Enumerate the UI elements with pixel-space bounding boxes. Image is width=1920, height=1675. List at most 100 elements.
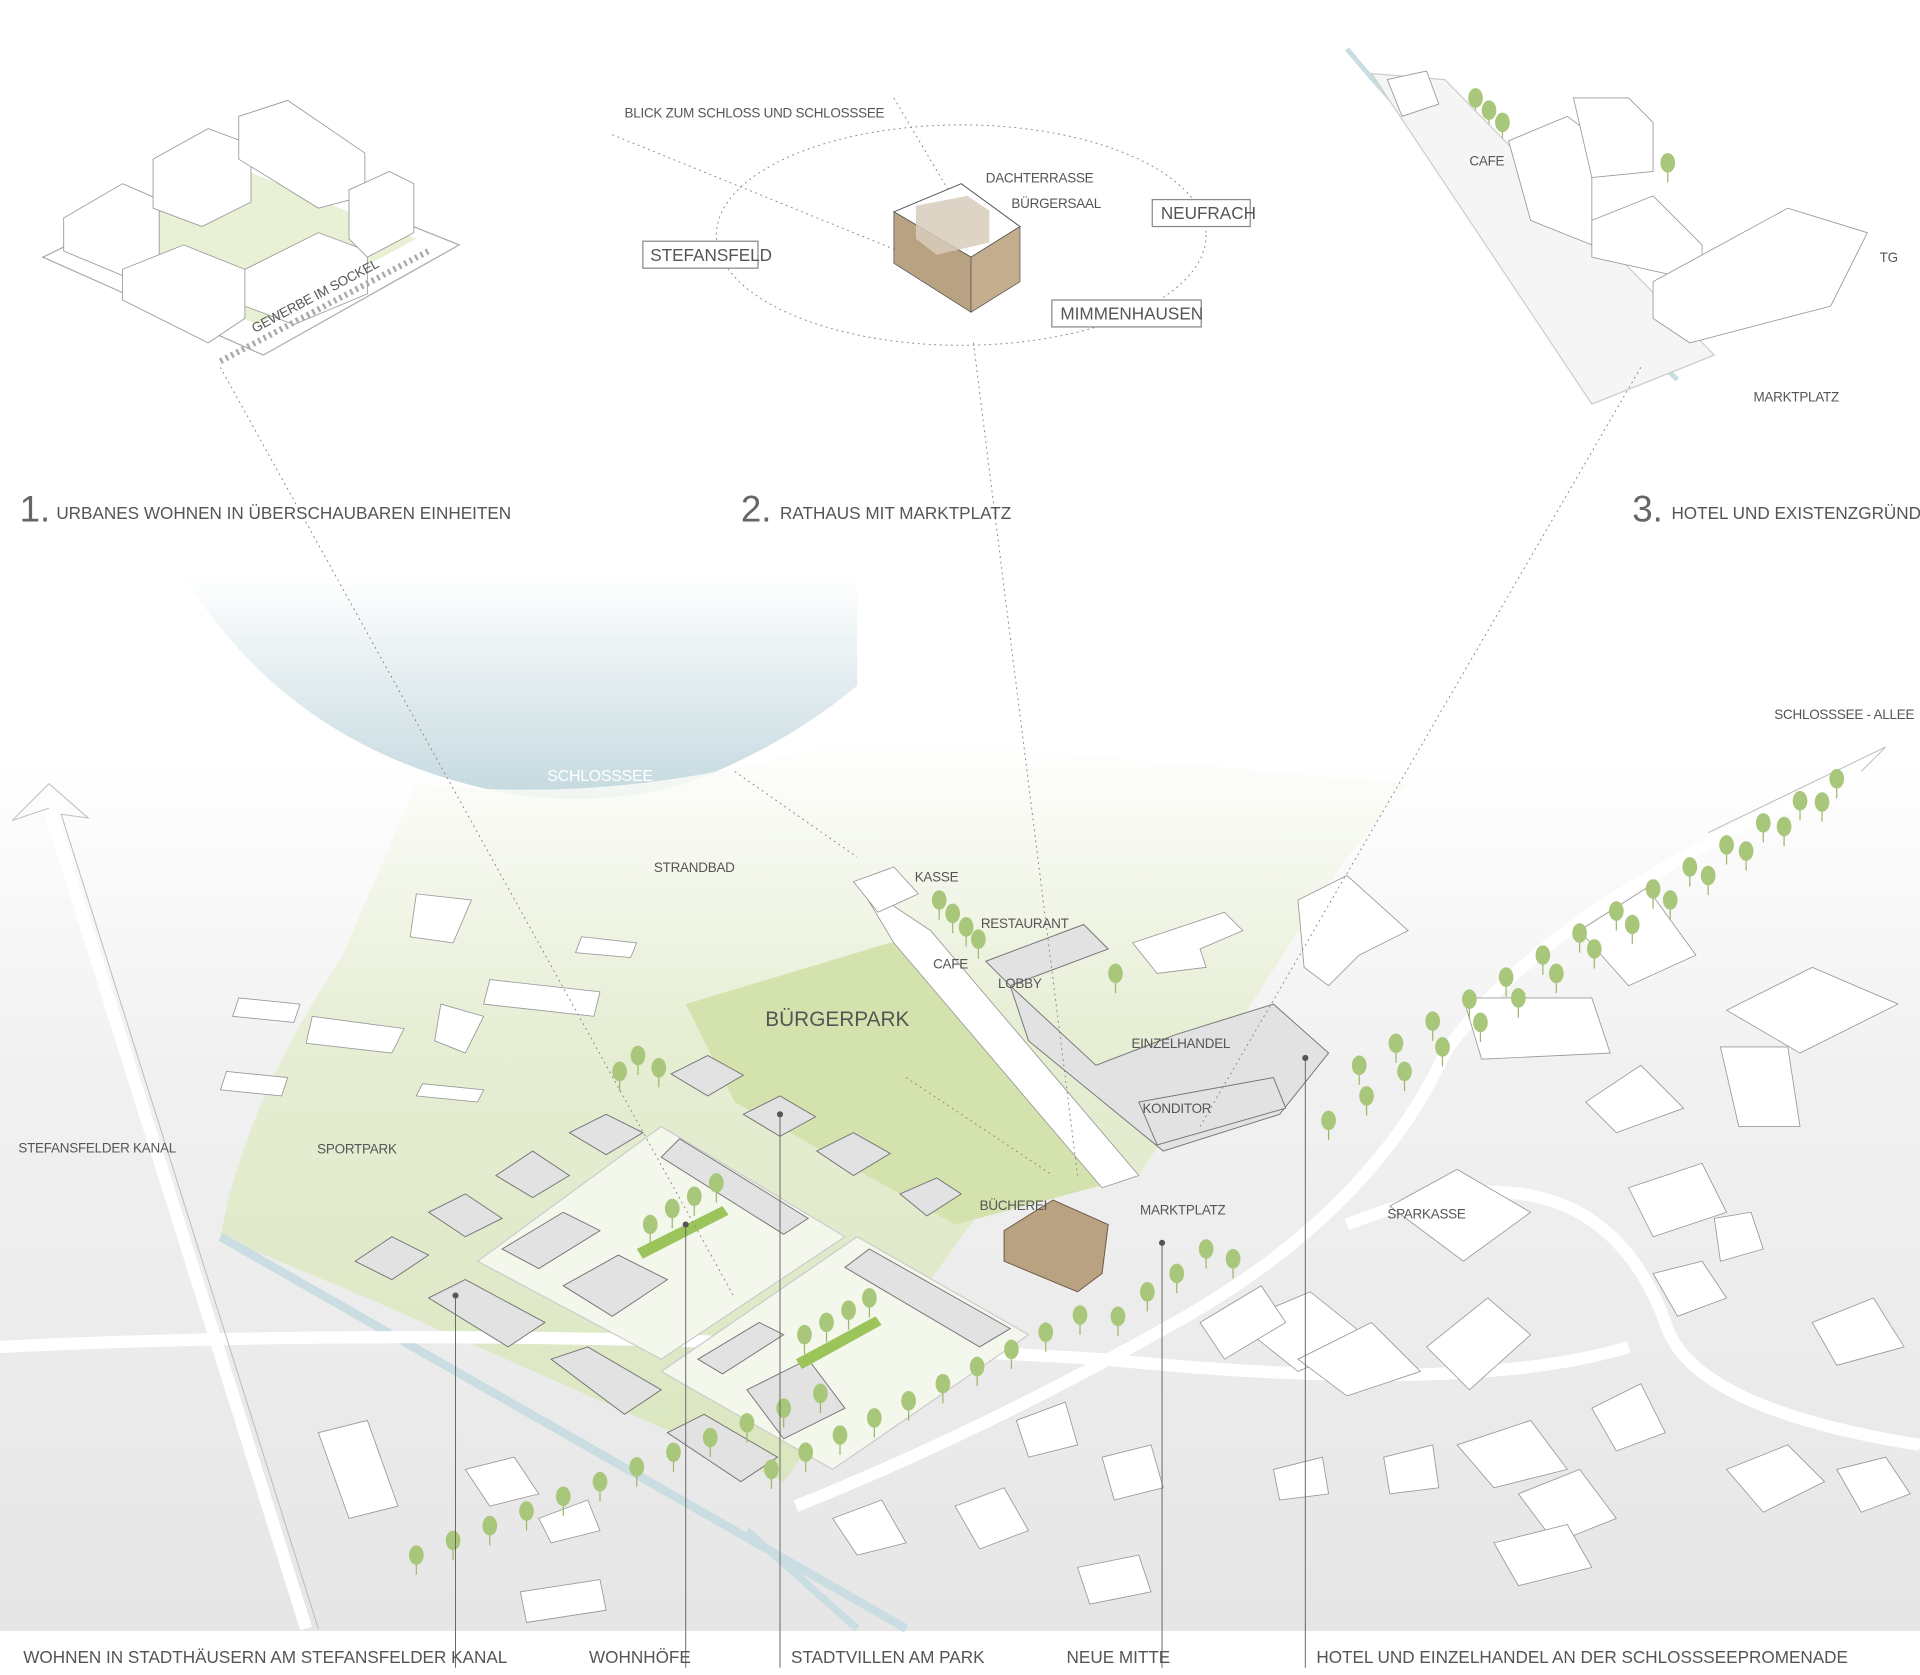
- tree-icon: [931, 890, 947, 910]
- stefansfelder-kanal: [218, 1233, 909, 1633]
- einzelhandel-label: EINZELHANDEL: [1131, 1036, 1230, 1051]
- tree-icon: [1662, 890, 1678, 910]
- tree-icon: [969, 1356, 985, 1377]
- mimmenhausen-label: MIMMENHAUSEN: [1060, 304, 1203, 324]
- svg-text:HOTEL UND EXISTENZGRÜNDER: HOTEL UND EXISTENZGRÜNDER: [1671, 503, 1920, 523]
- tree-icon: [1548, 963, 1564, 984]
- tree-icon: [1608, 901, 1624, 921]
- tree-icon: [1495, 112, 1510, 133]
- marktplatz-label: MARKTPLATZ: [1753, 390, 1839, 405]
- tree-icon: [832, 1425, 848, 1445]
- tree-icon: [1624, 914, 1640, 935]
- sportpark-label: SPORTPARK: [317, 1141, 397, 1156]
- tree-icon: [1498, 967, 1514, 987]
- tree-icon: [686, 1186, 702, 1207]
- tree-icon: [764, 1459, 779, 1480]
- buecherei-building: [1003, 1199, 1109, 1293]
- tree-icon: [664, 1198, 680, 1219]
- strandbad-label: STRANDBAD: [654, 860, 735, 875]
- tree-icon: [1072, 1305, 1088, 1325]
- tree-icon: [1388, 1033, 1404, 1054]
- tree-icon: [519, 1501, 534, 1521]
- stefansfeld-label: STEFANSFELD: [650, 245, 772, 265]
- tree-icon: [630, 1045, 646, 1066]
- tree-icon: [1397, 1061, 1412, 1082]
- stadthaeuser: [354, 1150, 779, 1483]
- tree-icon: [1468, 88, 1483, 108]
- section-3-heading: 3. HOTEL UND EXISTENZGRÜNDER: [1632, 489, 1920, 530]
- lobby-label: LOBBY: [998, 976, 1042, 991]
- stefansfelder-kanal-label: STEFANSFELDER KANAL: [18, 1140, 176, 1155]
- tree-icon: [798, 1442, 814, 1463]
- tree-icon: [1700, 865, 1716, 886]
- tree-icon: [1169, 1263, 1185, 1284]
- tree-icon: [1140, 1282, 1155, 1302]
- tree-icon: [1481, 100, 1497, 121]
- neufrach-label: NEUFRACH: [1161, 203, 1256, 223]
- tree-icon: [629, 1457, 645, 1477]
- legend-hotel-einzelhandel: HOTEL UND EINZELHANDEL AN DER SCHLOSSSEE…: [1316, 1647, 1848, 1667]
- dachterrasse-label: DACHTERRASSE: [986, 170, 1094, 185]
- marktplatz-map-label: MARKTPLATZ: [1140, 1203, 1226, 1218]
- buergersaal-label: BÜRGERSAAL: [1011, 196, 1101, 211]
- tree-icon: [1755, 813, 1771, 833]
- tree-icon: [592, 1471, 608, 1492]
- cafe-map-label: CAFE: [933, 957, 968, 972]
- svg-text:1.: 1.: [20, 489, 51, 530]
- legend-stadtvillen: STADTVILLEN AM PARK: [791, 1647, 985, 1667]
- diagram-rathaus: BLICK ZUM SCHLOSS UND SCHLOSSSEE DACHTER…: [612, 97, 1256, 346]
- svg-text:URBANES WOHNEN IN ÜBERSCHAUBAR: URBANES WOHNEN IN ÜBERSCHAUBAREN EINHEIT…: [56, 503, 511, 523]
- tree-icon: [1108, 963, 1123, 984]
- legend-stadthaeuser: WOHNEN IN STADTHÄUSERN AM STEFANSFELDER …: [23, 1647, 507, 1667]
- buergerpark-lawn: [685, 930, 1139, 1225]
- tree-icon: [1776, 816, 1792, 837]
- tree-icon: [1645, 879, 1661, 899]
- neue-mitte-buildings: [852, 866, 1409, 1293]
- allee-label: SCHLOSSSEE - ALLEE: [1774, 707, 1914, 722]
- schlosssee-lake: [183, 575, 858, 799]
- tree-icon: [1814, 792, 1830, 812]
- tree-icon: [945, 903, 961, 924]
- tree-icon: [958, 917, 974, 937]
- tree-icon: [901, 1391, 916, 1411]
- tree-icon: [1462, 989, 1477, 1009]
- tree-icon: [555, 1486, 571, 1507]
- cafe-label: CAFE: [1469, 153, 1504, 168]
- tree-icon: [482, 1515, 498, 1536]
- existing-houses: [219, 887, 1911, 1623]
- tg-label: TG: [1880, 250, 1898, 265]
- tree-icon: [866, 1408, 882, 1428]
- diagram-hotel: CAFE TG MARKTPLATZ: [1345, 47, 1898, 405]
- tree-icon: [862, 1288, 877, 1308]
- tree-icon: [1225, 1248, 1241, 1269]
- tree-icon: [1038, 1322, 1054, 1343]
- tree-icon: [935, 1373, 951, 1394]
- tree-icon: [739, 1413, 755, 1433]
- section-1-heading: 1. URBANES WOHNEN IN ÜBERSCHAUBAREN EINH…: [20, 489, 512, 530]
- tree-icon: [1351, 1055, 1367, 1076]
- tree-icon: [1682, 857, 1698, 877]
- tree-icon: [445, 1530, 461, 1551]
- tree-icon: [1829, 768, 1845, 789]
- tree-icon: [813, 1383, 828, 1404]
- tree-icon: [1321, 1110, 1336, 1131]
- tree-icon: [1511, 988, 1526, 1008]
- tree-icon: [408, 1545, 424, 1565]
- tree-icon: [666, 1442, 681, 1463]
- diagram-urban-living: GEWERBE IM SOCKEL: [41, 99, 461, 364]
- wohnhoefe: [476, 1125, 1030, 1471]
- restaurant-label: RESTAURANT: [981, 916, 1069, 931]
- sparkasse-label: SPARKASSE: [1387, 1206, 1466, 1221]
- tree-icon: [1359, 1086, 1374, 1106]
- tree-icon: [1572, 923, 1587, 943]
- tree-icon: [776, 1398, 792, 1418]
- tree-icon: [1435, 1037, 1450, 1057]
- svg-text:2.: 2.: [741, 489, 772, 530]
- tree-icon: [841, 1300, 856, 1321]
- tree-icon: [1004, 1339, 1019, 1360]
- tree-icon: [971, 929, 986, 949]
- buecherei-label: BÜCHEREI: [980, 1198, 1048, 1213]
- kasse-label: KASSE: [915, 870, 959, 885]
- tree-icon: [642, 1214, 658, 1235]
